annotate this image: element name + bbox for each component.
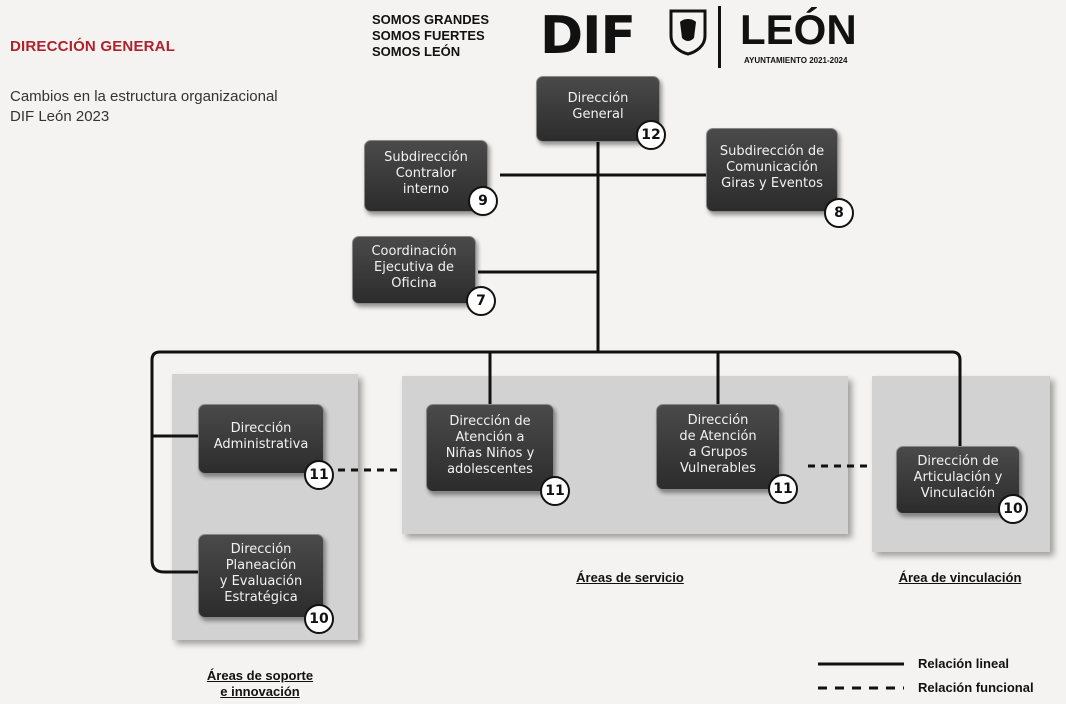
node-badge: 11 xyxy=(304,460,334,490)
node-direccion-administrativa[interactable]: Dirección Administrativa xyxy=(198,404,324,474)
dif-logo: DIF xyxy=(540,6,636,66)
node-coordinacion-ejecutiva[interactable]: Coordinación Ejecutiva de Oficina xyxy=(352,236,476,304)
node-badge: 10 xyxy=(304,604,334,634)
leon-logo: LEÓN xyxy=(740,6,857,53)
node-direccion-grupos[interactable]: Dirección de Atención a Grupos Vulnerabl… xyxy=(656,404,780,490)
node-subdireccion-comunicacion[interactable]: Subdirección de Comunicación Giras y Eve… xyxy=(706,128,838,212)
node-direccion-planeacion[interactable]: Dirección Planeación y Evaluación Estrat… xyxy=(198,534,324,618)
node-badge: 9 xyxy=(468,186,498,216)
node-direccion-ninas[interactable]: Dirección de Atención a Niñas Niños y ad… xyxy=(426,404,554,492)
legend-funcional: Relación funcional xyxy=(918,680,1034,695)
node-badge: 11 xyxy=(540,476,570,506)
area-label-servicio: Áreas de servicio xyxy=(576,570,684,585)
legend-dashed-line xyxy=(818,686,904,690)
node-badge: 10 xyxy=(998,494,1028,524)
legend-lineal: Relación lineal xyxy=(918,656,1010,671)
shield-icon xyxy=(669,9,707,56)
area-label-vinculacion: Área de vinculación xyxy=(898,570,1022,585)
node-subdireccion-contralor[interactable]: Subdirección Contralor interno xyxy=(364,140,488,212)
node-direccion-vinculacion[interactable]: Dirección de Articulación y Vinculación xyxy=(896,446,1020,514)
node-badge: 8 xyxy=(824,198,854,228)
slogan-line: SOMOS LEÓN xyxy=(372,44,461,59)
node-badge: 11 xyxy=(768,474,798,504)
node-badge: 7 xyxy=(466,286,496,316)
ayuntamiento-caption: AYUNTAMIENTO 2021-2024 xyxy=(744,56,848,65)
logo-separator xyxy=(718,6,721,68)
page-subtitle: Cambios en la estructura organizacional … xyxy=(10,88,278,125)
slogan-line: SOMOS FUERTES xyxy=(372,28,485,43)
area-label-soporte: Áreas de soporte e innovación xyxy=(206,668,314,699)
slogan: SOMOS GRANDES SOMOS FUERTES SOMOS LEÓN xyxy=(372,12,489,60)
slogan-line: SOMOS GRANDES xyxy=(372,12,490,27)
legend-solid-line xyxy=(818,662,904,666)
node-badge: 12 xyxy=(636,120,666,150)
page-title: DIRECCIÓN GENERAL xyxy=(10,38,176,55)
